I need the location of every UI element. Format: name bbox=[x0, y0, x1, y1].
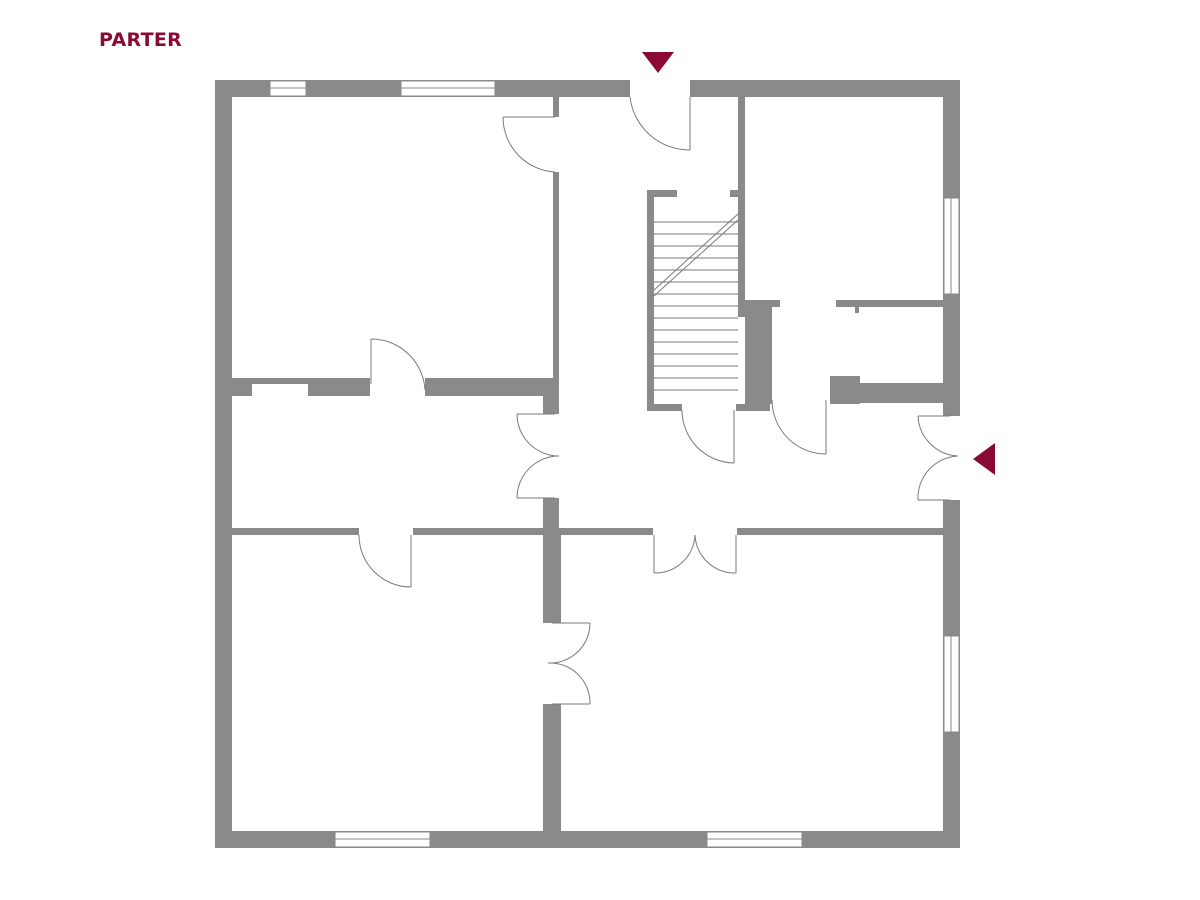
outer-walls bbox=[215, 80, 960, 848]
wall-stair-bottom bbox=[647, 404, 682, 411]
door-room3 bbox=[358, 534, 412, 588]
wall-h-upper-seg1 bbox=[252, 378, 308, 384]
wall-stair-left bbox=[647, 190, 654, 410]
wall-corridor-left-upper bbox=[553, 97, 559, 117]
wall-stair-top-right bbox=[730, 190, 740, 197]
wall-h-lower-left bbox=[232, 528, 359, 535]
wall-h-upper-seg3 bbox=[425, 378, 555, 396]
doors bbox=[358, 96, 959, 705]
wall-left bbox=[215, 80, 232, 848]
stair-cut-line bbox=[653, 219, 739, 297]
door-room1-corridor bbox=[502, 116, 556, 173]
triangle-left-icon bbox=[973, 443, 995, 475]
windows bbox=[269, 80, 960, 848]
wall-corridor-left-mid bbox=[553, 172, 559, 384]
wall-h-lower-right1 bbox=[561, 528, 653, 535]
wall-bottom-divider-lower bbox=[543, 704, 561, 834]
wall-tr-bottom1 bbox=[745, 300, 780, 307]
staircase bbox=[653, 213, 739, 391]
wall-bath-left bbox=[765, 307, 772, 404]
door-bathroom bbox=[771, 399, 827, 455]
plan-title: PARTER bbox=[99, 29, 183, 51]
door-stairwell bbox=[681, 409, 735, 464]
wall-corridor-left-lower bbox=[543, 498, 559, 534]
wall-tr-bottom2 bbox=[836, 300, 943, 307]
interior-walls bbox=[232, 97, 943, 834]
wall-bath-bottom2 bbox=[860, 383, 943, 403]
wall-stair-right bbox=[738, 97, 745, 317]
wall-top-right bbox=[690, 80, 960, 97]
wall-stair-top-left bbox=[647, 190, 677, 197]
wall-h-lower-mid bbox=[413, 528, 545, 535]
wall-bottom-divider-upper bbox=[543, 528, 561, 623]
wall-h-lower-right2 bbox=[737, 528, 943, 535]
wall-bottom bbox=[215, 831, 960, 848]
wall-h-upper-seg2 bbox=[308, 378, 370, 396]
door-room1-room2 bbox=[370, 338, 426, 391]
wall-bath-stub bbox=[855, 307, 859, 313]
door-side-entrance bbox=[917, 415, 959, 501]
wall-bath-bottom bbox=[830, 376, 860, 404]
door-double-room4 bbox=[653, 534, 737, 574]
triangle-down-icon bbox=[642, 52, 674, 73]
door-double-corridor-left bbox=[516, 413, 560, 499]
door-main-entrance bbox=[629, 96, 691, 151]
wall-h-upper-left bbox=[232, 378, 252, 396]
stair-cut-line bbox=[653, 213, 739, 291]
door-double-bottom-rooms bbox=[547, 622, 591, 705]
wall-stair-right-thick bbox=[745, 302, 765, 410]
